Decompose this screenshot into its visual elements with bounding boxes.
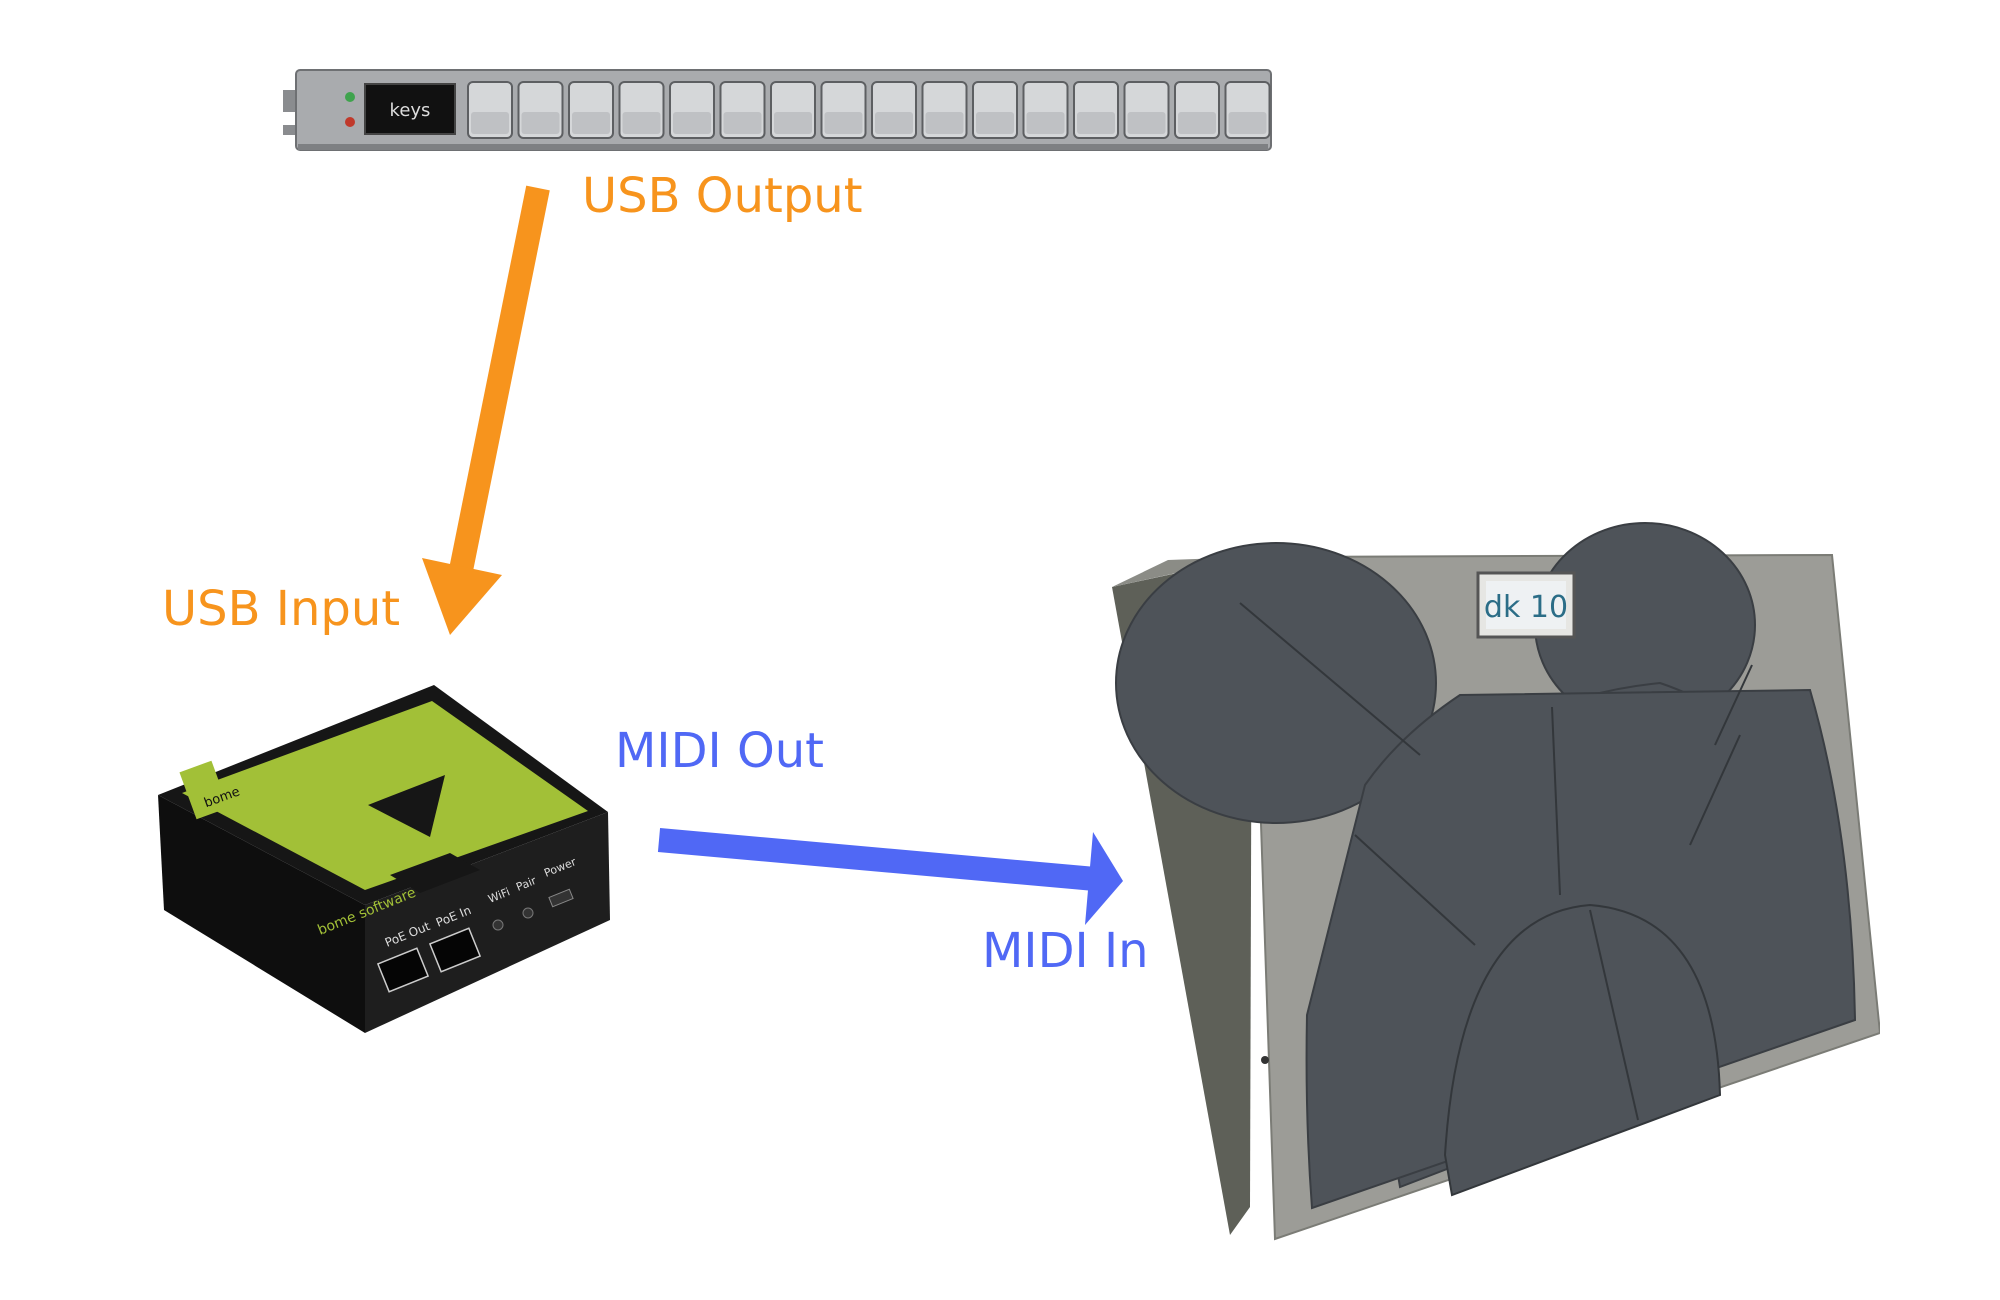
poe-in-port: [428, 927, 482, 973]
keypad-key-shade: [774, 112, 812, 134]
label-usb-input: USB Input: [162, 581, 401, 637]
label-midi-out: MIDI Out: [615, 723, 824, 779]
pair-led: [522, 907, 534, 919]
keypad-key-shade: [1077, 112, 1115, 134]
keypad-key-shade: [1127, 112, 1166, 134]
label-midi-in: MIDI In: [982, 923, 1149, 979]
dk10-drum-pad: dk 10: [1112, 522, 1880, 1241]
keypad-key-shade: [1178, 112, 1216, 134]
midi-arrow: [657, 828, 1123, 925]
usb-arrow: [422, 185, 550, 635]
keypad-key-shade: [673, 112, 711, 134]
keypad-key-shade: [925, 112, 964, 134]
keypad-key-shade: [1026, 112, 1065, 134]
keypad-logo: keys: [390, 100, 431, 121]
keypad-key-shade: [471, 112, 509, 134]
xkeys-keypad: keys: [283, 69, 1272, 151]
dk10-badge: dk 10: [1484, 590, 1568, 625]
keypad-key-shade: [723, 112, 762, 134]
keypad-keys: [467, 81, 1271, 139]
bome-interface-box: bome bome software PoE Out PoE In WiFi P…: [158, 685, 610, 1033]
keypad-key-shade: [1228, 112, 1267, 134]
label-usb-output: USB Output: [582, 168, 863, 224]
drum-pads: [1115, 522, 1857, 1210]
poe-out-port: [376, 947, 430, 993]
keypad-key-shade: [875, 112, 913, 134]
keypad-key-shade: [824, 112, 863, 134]
keypad-key-shade: [521, 112, 560, 134]
keypad-key-shade: [622, 112, 661, 134]
keypad-key-shade: [976, 112, 1014, 134]
power-port: [548, 888, 574, 908]
keypad-key-shade: [572, 112, 610, 134]
wifi-led: [492, 919, 504, 931]
